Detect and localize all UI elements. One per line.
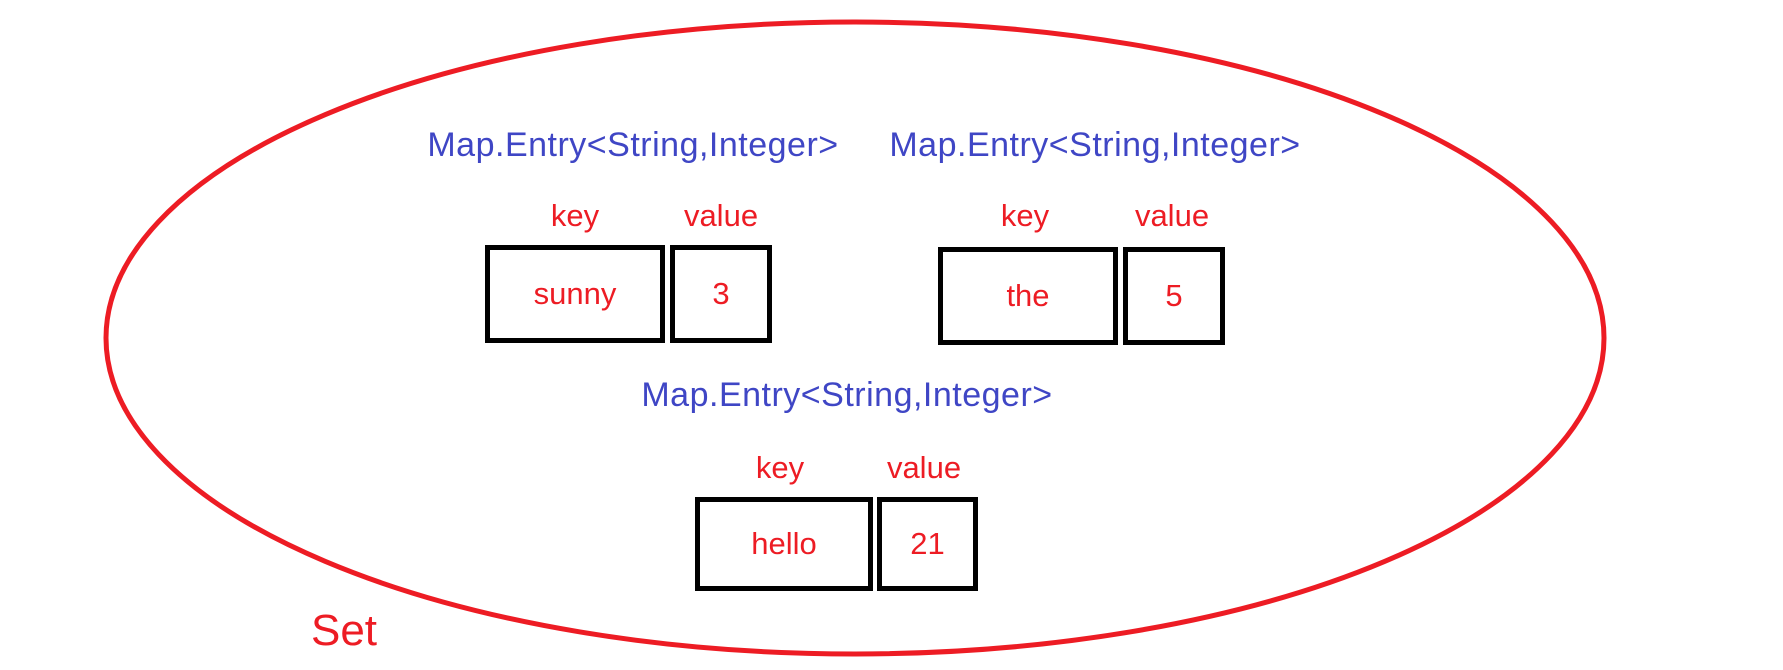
value-text-2: 5	[1165, 278, 1183, 313]
map-entry-title-1: Map.Entry<String,Integer>	[427, 126, 839, 164]
value-label-2: value	[1134, 198, 1210, 233]
key-cell-2: the	[938, 247, 1118, 345]
key-label-2: key	[1000, 198, 1050, 233]
key-cell-1: sunny	[485, 245, 665, 343]
value-cell-3: 21	[877, 497, 978, 591]
key-text-3: hello	[751, 526, 817, 561]
value-cell-2: 5	[1123, 247, 1225, 345]
value-label-1: value	[683, 198, 759, 233]
map-entry-title-2: Map.Entry<String,Integer>	[889, 126, 1301, 164]
value-label-3: value	[886, 450, 962, 485]
key-text-2: the	[1006, 278, 1050, 313]
key-text-1: sunny	[533, 276, 617, 311]
key-cell-3: hello	[695, 497, 873, 591]
key-label-1: key	[550, 198, 600, 233]
value-text-3: 21	[910, 526, 945, 561]
set-label: Set	[310, 606, 378, 655]
map-entry-title-3: Map.Entry<String,Integer>	[641, 376, 1053, 414]
value-text-1: 3	[712, 276, 730, 311]
key-label-3: key	[755, 450, 805, 485]
value-cell-1: 3	[670, 245, 772, 343]
